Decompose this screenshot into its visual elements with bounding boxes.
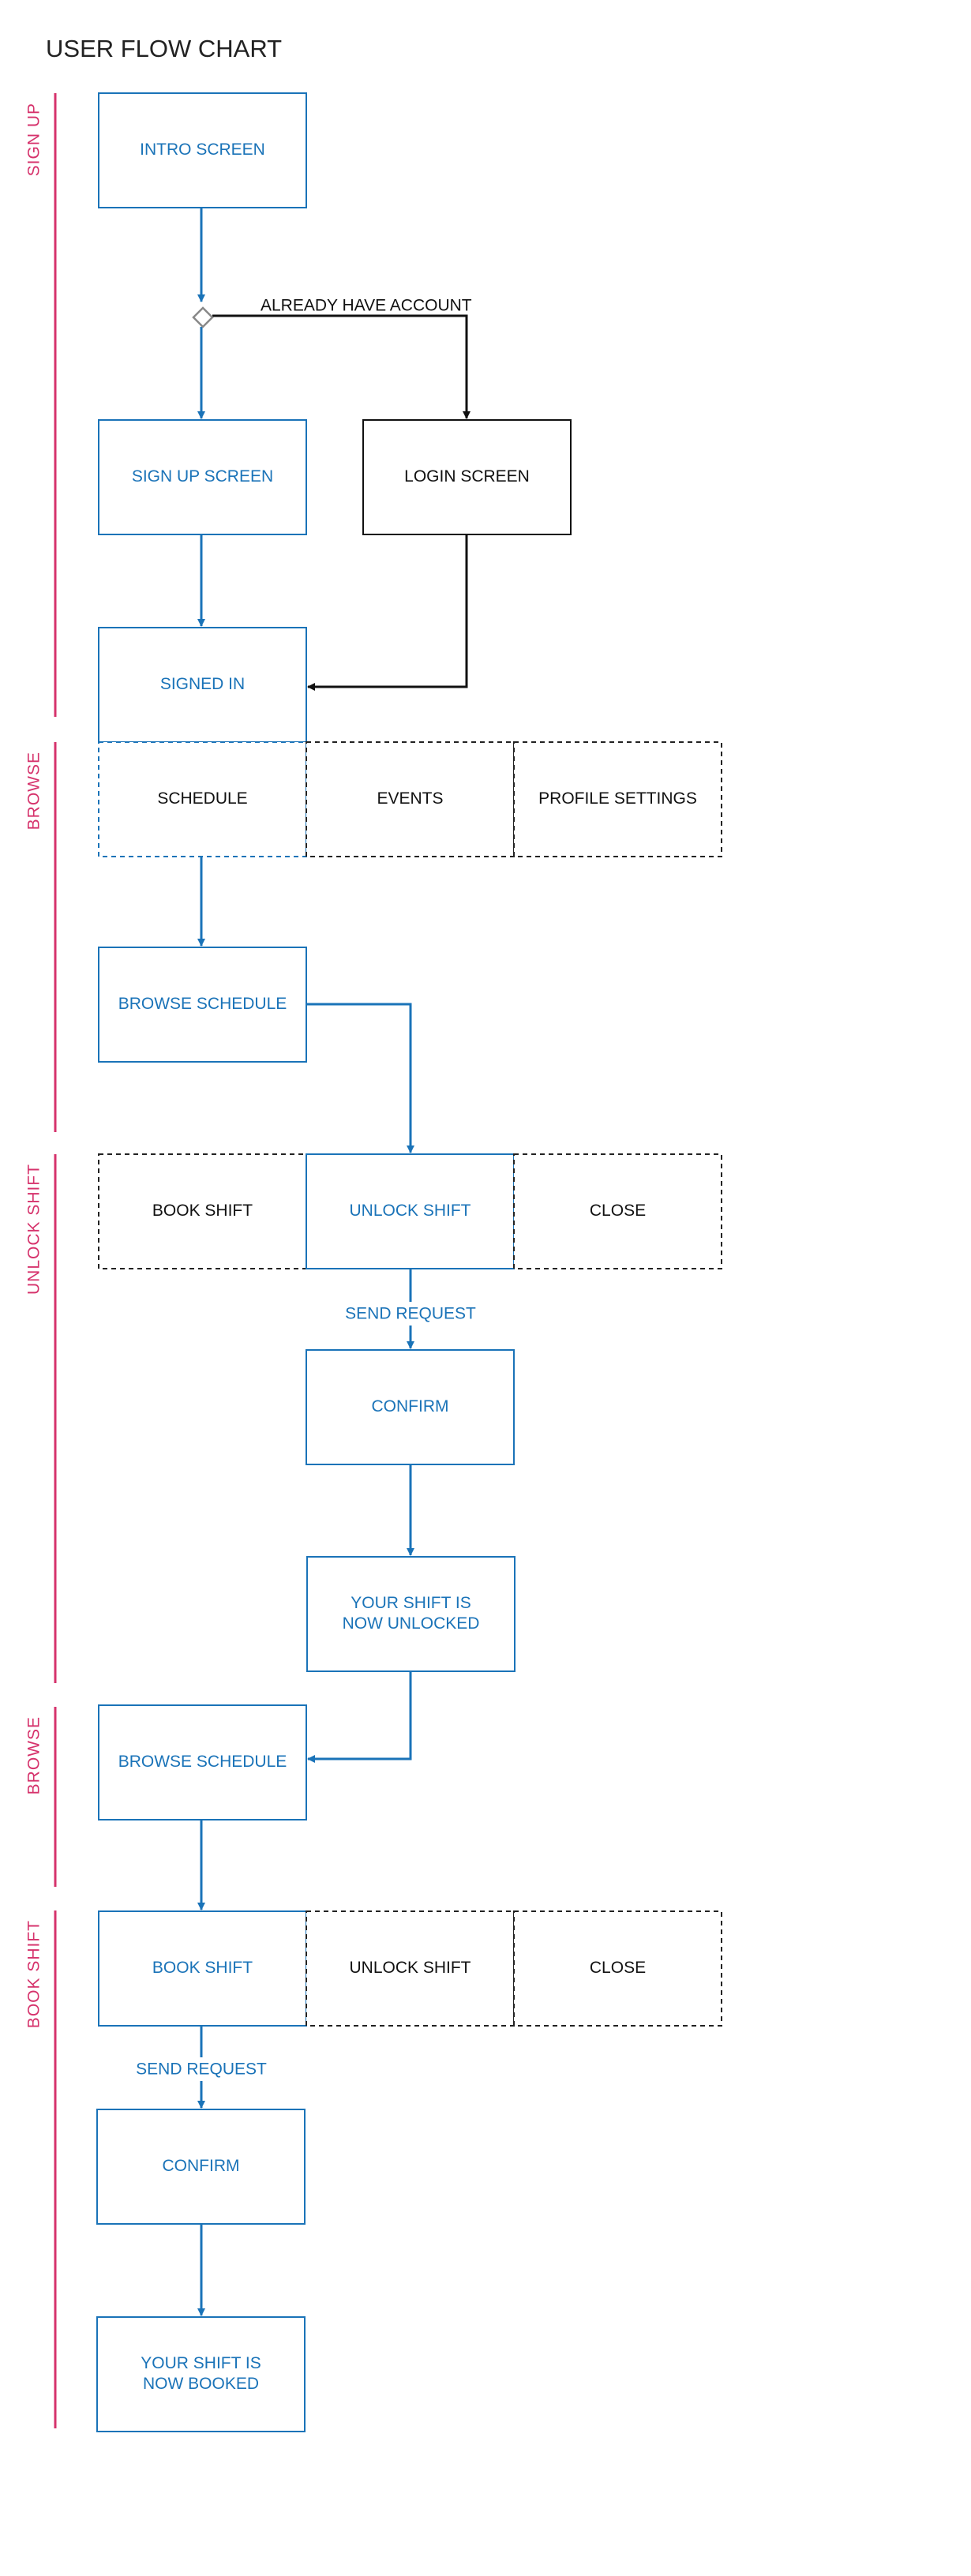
- lane-label-1: SIGN UP: [25, 103, 43, 176]
- edge-label-bg: [130, 2057, 272, 2081]
- node-label-close2: CLOSE: [590, 1959, 646, 1977]
- nodes: INTRO SCREEN SIGN UP SCREEN LOGIN SCREEN SI…: [96, 92, 722, 2432]
- node-close1: CLOSE: [513, 1153, 722, 1269]
- decision-diamond: [192, 306, 214, 328]
- node-box-signedin: [98, 627, 307, 743]
- node-profile: PROFILE SETTINGS: [513, 741, 722, 857]
- node-label-unlocked-1: YOUR SHIFT IS: [351, 1594, 471, 1612]
- edge-unlocked-to-browse2: [307, 1671, 412, 1763]
- node-box-unlocked: [306, 1556, 515, 1672]
- node-label-events: EVENTS: [377, 789, 443, 808]
- node-box-events: [306, 741, 515, 857]
- node-label-confirm1: CONFIRM: [372, 1397, 449, 1415]
- node-label-booked-2: NOW BOOKED: [143, 2375, 259, 2393]
- node-box-signup: [98, 419, 307, 535]
- node-label-unlockshift1: UNLOCK SHIFT: [349, 1202, 471, 1220]
- node-close2: CLOSE: [513, 1910, 722, 2027]
- node-label-signup: SIGN UP SCREEN: [132, 467, 273, 486]
- edge-label-unlockshift1-to-confirm1: SEND REQUEST: [345, 1305, 476, 1323]
- node-box-confirm1: [306, 1349, 515, 1465]
- node-label-browse1: BROWSE SCHEDULE: [118, 995, 287, 1013]
- node-confirm1: CONFIRM: [306, 1349, 515, 1465]
- node-box-browse2: [98, 1704, 307, 1820]
- node-intro: INTRO SCREEN: [98, 92, 307, 208]
- node-box-profile: [513, 741, 722, 857]
- node-unlocked: YOUR SHIFT IS NOW UNLOCKED: [306, 1556, 515, 1672]
- page-title: USER FLOW CHART: [46, 35, 282, 62]
- node-label-bookshift2: BOOK SHIFT: [152, 1959, 253, 1977]
- edge-browse1-to-unlockshift1: [306, 1003, 414, 1153]
- node-label-unlockshift2: UNLOCK SHIFT: [349, 1959, 471, 1977]
- node-box-browse1: [98, 947, 307, 1063]
- node-box-login: [362, 419, 572, 535]
- edge-label-bookshift2-to-confirm2: SEND REQUEST: [136, 2060, 267, 2079]
- node-events: EVENTS: [306, 741, 515, 857]
- node-box-confirm2: [96, 2109, 306, 2225]
- node-label-browse2: BROWSE SCHEDULE: [118, 1753, 287, 1771]
- node-label-schedule: SCHEDULE: [157, 789, 247, 808]
- node-box-unlockshift1: [306, 1153, 515, 1269]
- node-browse2: BROWSE SCHEDULE: [98, 1704, 307, 1820]
- edge-decision-to-login: [212, 314, 471, 419]
- node-browse1: BROWSE SCHEDULE: [98, 947, 307, 1063]
- edges: ALREADY HAVE ACCOUNT SEND REQUEST SEND REQ…: [130, 208, 482, 2316]
- swimlanes: SIGN UP BROWSE UNLOCK SHIFT BROWSE BOOK SHIF…: [25, 93, 57, 2428]
- edge-login-to-signedin: [307, 534, 468, 691]
- node-schedule: SCHEDULE: [98, 741, 307, 857]
- node-label-signedin: SIGNED IN: [160, 675, 245, 693]
- node-unlockshift2: UNLOCK SHIFT: [306, 1910, 515, 2027]
- node-unlockshift1: UNLOCK SHIFT: [306, 1153, 515, 1269]
- node-label-close1: CLOSE: [590, 1202, 646, 1220]
- node-box-booked: [96, 2316, 306, 2432]
- node-signedin: SIGNED IN: [98, 627, 307, 743]
- node-label-profile: PROFILE SETTINGS: [538, 789, 697, 808]
- lane-label-2: BROWSE: [25, 752, 43, 830]
- node-label-bookshift1: BOOK SHIFT: [152, 1202, 253, 1220]
- node-label-confirm2: CONFIRM: [163, 2157, 240, 2175]
- node-label-intro: INTRO SCREEN: [140, 141, 265, 159]
- node-bookshift1: BOOK SHIFT: [98, 1153, 307, 1269]
- node-box-close1: [513, 1153, 722, 1269]
- node-booked: YOUR SHIFT IS NOW BOOKED: [96, 2316, 306, 2432]
- node-box-close2: [513, 1910, 722, 2027]
- node-box-unlockshift2: [306, 1910, 515, 2027]
- node-label-booked-1: YOUR SHIFT IS: [141, 2354, 261, 2372]
- node-box-bookshift2: [98, 1910, 307, 2027]
- node-box-intro: [98, 92, 307, 208]
- lane-label-3: UNLOCK SHIFT: [25, 1164, 43, 1295]
- node-box-bookshift1: [98, 1153, 307, 1269]
- node-bookshift2: BOOK SHIFT: [98, 1910, 307, 2027]
- node-label-login: LOGIN SCREEN: [404, 467, 530, 486]
- edge-label-bg: [339, 1302, 482, 1325]
- node-confirm2: CONFIRM: [96, 2109, 306, 2225]
- edge-label-decision-to-login: ALREADY HAVE ACCOUNT: [261, 297, 472, 315]
- lane-label-5: BOOK SHIFT: [25, 1920, 43, 2028]
- node-login: LOGIN SCREEN: [362, 419, 572, 535]
- lane-label-4: BROWSE: [25, 1716, 43, 1794]
- node-label-unlocked-2: NOW UNLOCKED: [343, 1614, 480, 1633]
- node-signup: SIGN UP SCREEN: [98, 419, 307, 535]
